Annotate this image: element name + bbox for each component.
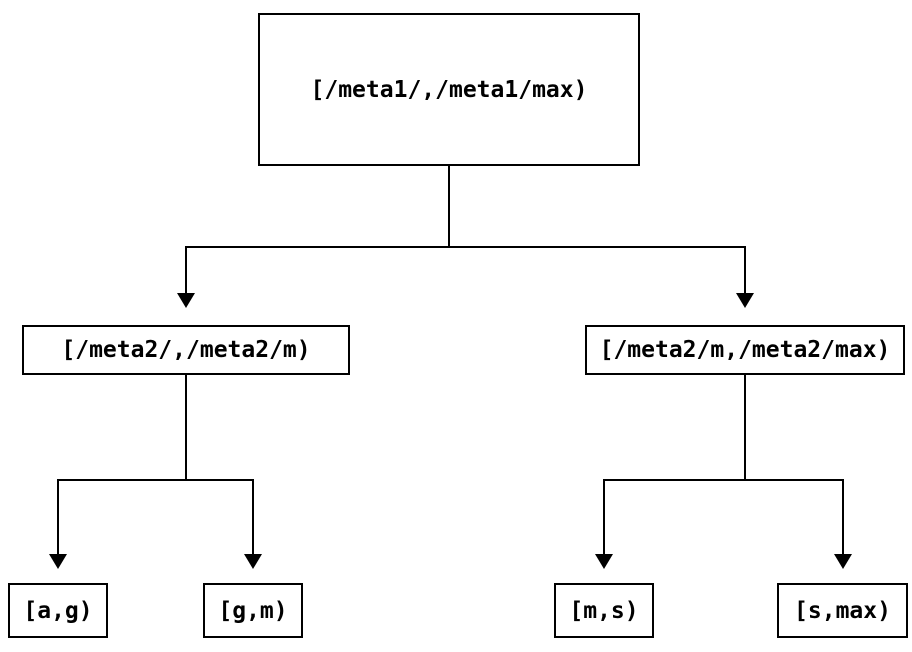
node-leaf-m-s: [m,s) (554, 583, 654, 638)
arrowhead-to-leaf-a-g (49, 554, 67, 569)
arrowhead-to-meta2-left (177, 293, 195, 308)
arrowhead-to-leaf-s-max (834, 554, 852, 569)
arrowhead-to-leaf-m-s (595, 554, 613, 569)
node-meta2-right: [/meta2/m,/meta2/max) (585, 325, 905, 375)
node-leaf-a-g: [a,g) (8, 583, 108, 638)
node-leaf-a-g-label: [a,g) (23, 597, 93, 624)
node-leaf-m-s-label: [m,s) (569, 597, 639, 624)
edge-lines (57, 166, 844, 554)
edge-arrowheads (49, 293, 852, 569)
node-leaf-s-max: [s,max) (777, 583, 908, 638)
arrowhead-to-leaf-g-m (244, 554, 262, 569)
node-leaf-g-m: [g,m) (203, 583, 303, 638)
node-leaf-g-m-label: [g,m) (218, 597, 288, 624)
arrowhead-to-meta2-right (736, 293, 754, 308)
node-meta2-left: [/meta2/,/meta2/m) (22, 325, 350, 375)
node-root-label: [/meta1/,/meta1/max) (310, 76, 588, 103)
node-leaf-s-max-label: [s,max) (794, 597, 891, 624)
node-meta2-right-label: [/meta2/m,/meta2/max) (599, 337, 891, 363)
node-root: [/meta1/,/meta1/max) (258, 13, 640, 166)
node-meta2-left-label: [/meta2/,/meta2/m) (61, 337, 311, 363)
